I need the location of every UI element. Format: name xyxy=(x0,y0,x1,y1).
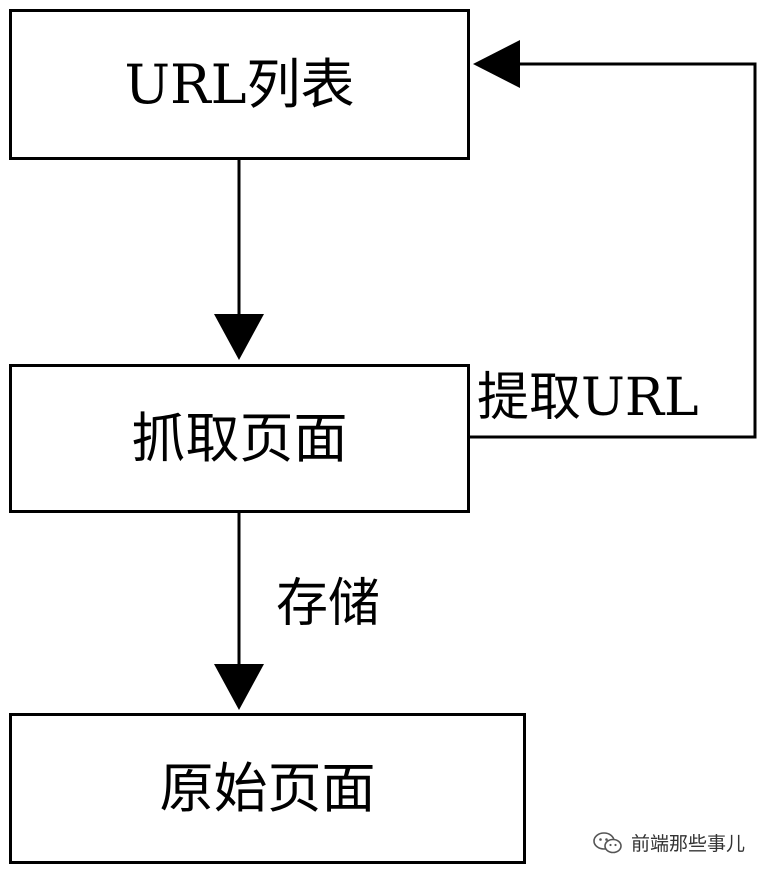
fetch-page-node: 抓取页面 xyxy=(9,364,470,513)
arrowhead-down-icon xyxy=(214,664,264,710)
url-list-label: URL列表 xyxy=(124,52,355,116)
edge-fetch-page-to-raw-page xyxy=(214,513,264,710)
edge-url-list-to-fetch-page xyxy=(214,160,264,360)
url-list-node: URL列表 xyxy=(9,9,470,160)
raw-page-node: 原始页面 xyxy=(9,713,526,864)
store-edge-label: 存储 xyxy=(276,574,381,634)
extract-url-edge-label: 提取URL xyxy=(477,368,699,428)
fetch-page-label: 抓取页面 xyxy=(131,406,348,470)
arrowhead-down-icon xyxy=(214,314,264,360)
wechat-icon xyxy=(593,831,622,853)
edge-fetch-page-to-url-list xyxy=(470,40,757,439)
watermark: 前端那些事儿 xyxy=(593,829,745,856)
arrowhead-left-icon xyxy=(473,40,520,88)
raw-page-label: 原始页面 xyxy=(159,756,376,820)
watermark-text: 前端那些事儿 xyxy=(630,833,745,855)
